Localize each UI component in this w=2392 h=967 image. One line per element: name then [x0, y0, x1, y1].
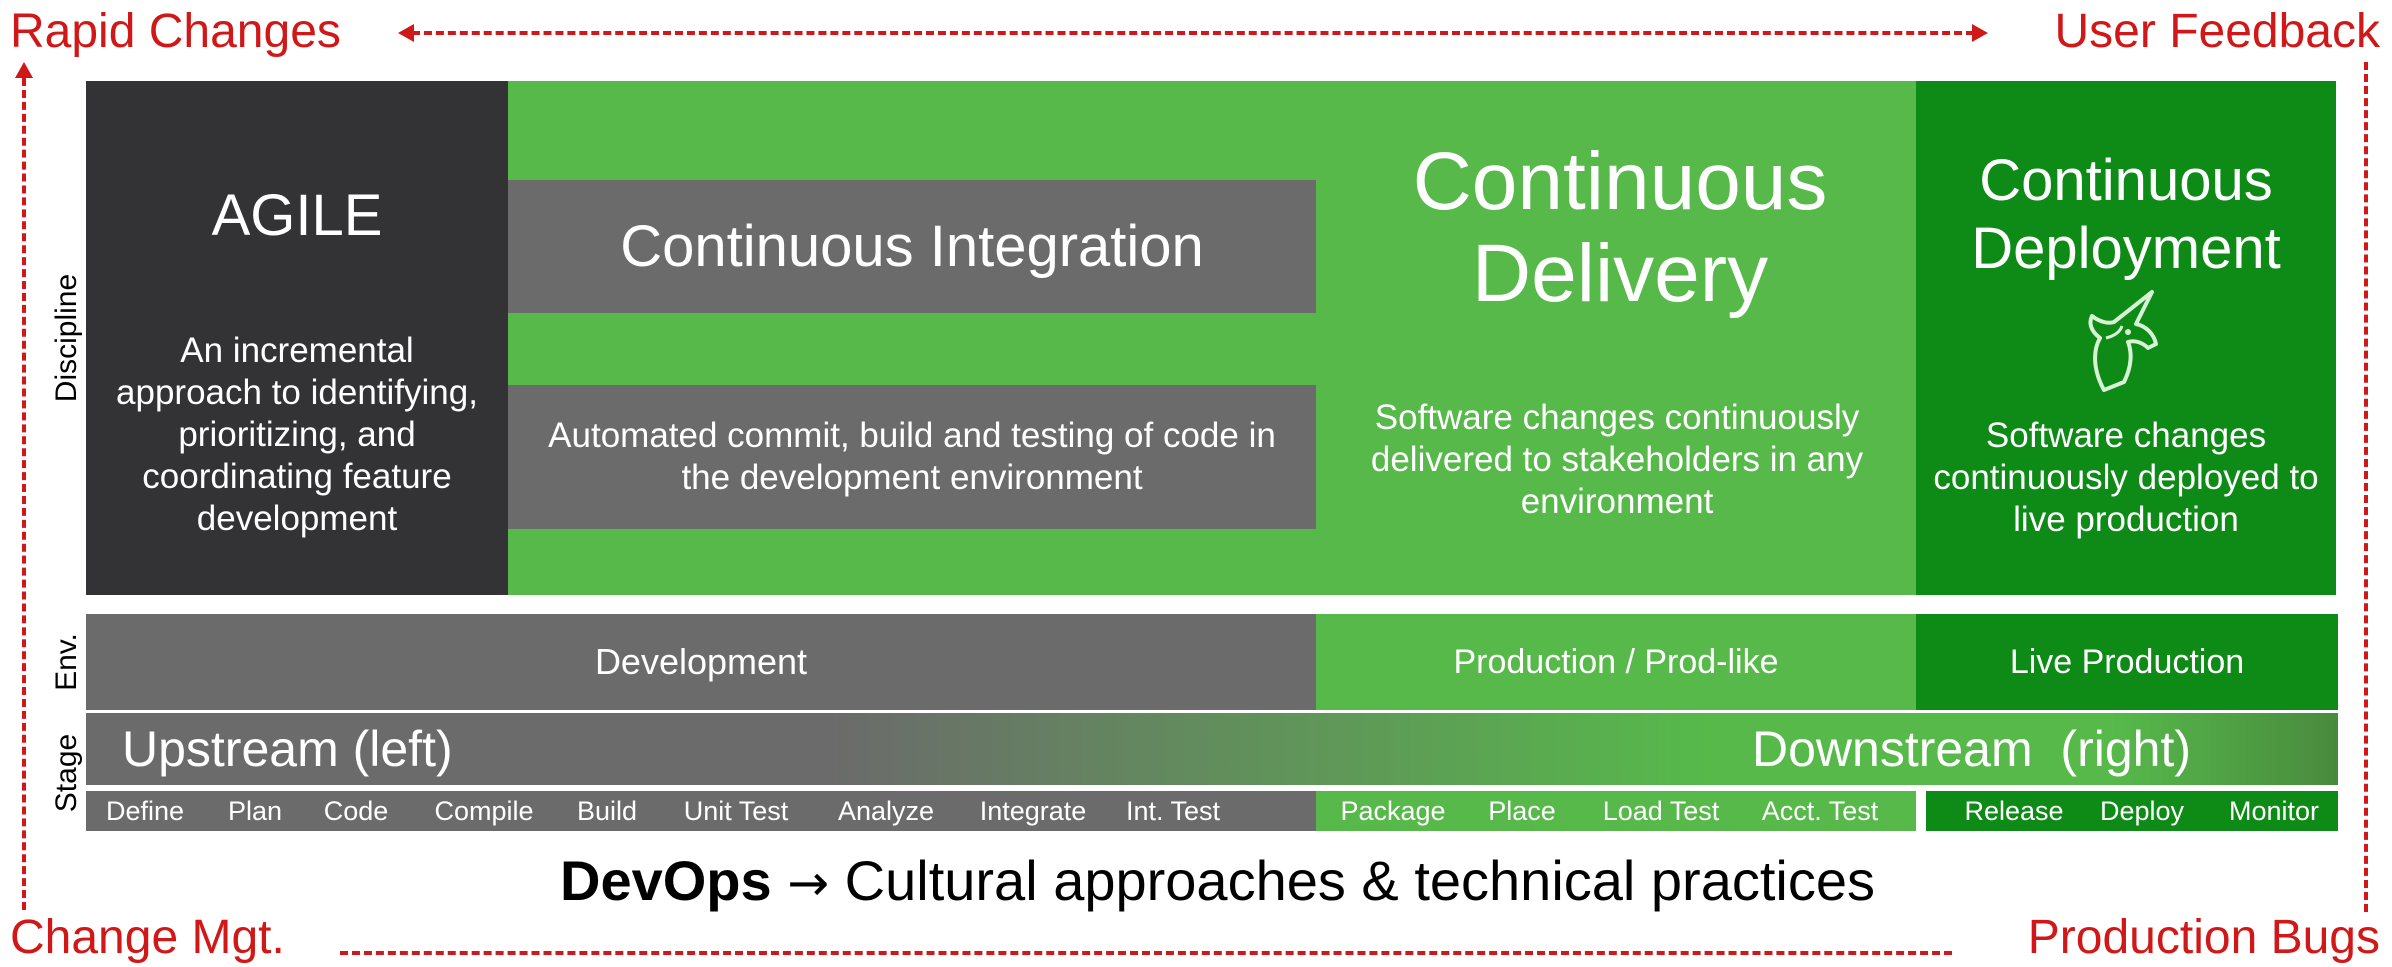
deployment-panel — [1916, 81, 2336, 595]
step-acct-test: Acct. Test — [1761, 796, 1879, 826]
step-plan: Plan — [227, 796, 283, 826]
production-bugs-label: Production Bugs — [2027, 911, 2380, 964]
user-feedback-label: User Feedback — [2054, 5, 2380, 58]
stage-gradient-bar — [86, 713, 2338, 785]
discipline-row-label: Discipline — [50, 273, 83, 403]
stage-row-label: Stage — [50, 733, 83, 813]
env-row-label: Env. — [50, 633, 83, 691]
step-monitor: Monitor — [2228, 796, 2320, 826]
step-analyze: Analyze — [837, 796, 935, 826]
step-deploy: Deploy — [2099, 796, 2185, 826]
deployment-title: Continuous Deployment — [1971, 148, 2281, 281]
step-build: Build — [576, 796, 638, 826]
agile-description: An incremental approach to identifying, … — [116, 331, 478, 538]
step-integrate: Integrate — [979, 796, 1087, 826]
unicorn-icon — [2062, 286, 2182, 400]
devops-definition: Cultural approaches & technical practice… — [844, 849, 1875, 912]
left-up-arrowhead — [15, 62, 33, 78]
top-dashed-line — [412, 31, 1974, 35]
step-code: Code — [323, 796, 389, 826]
step-unit-test: Unit Test — [683, 796, 789, 826]
ci-title-box: Continuous Integration — [508, 180, 1316, 313]
cd-description: Software changes continuously delivered … — [1370, 398, 1864, 521]
step-package: Package — [1340, 796, 1446, 826]
ci-description-box: Automated commit, build and testing of c… — [508, 385, 1316, 529]
steps-live-bar: Release Deploy Monitor — [1926, 791, 2338, 831]
top-right-arrowhead — [1972, 24, 1988, 42]
steps-dev-bar: Define Plan Code Compile Build Unit Test… — [86, 791, 1316, 831]
right-dashed-line — [2364, 62, 2368, 912]
devops-footer: DevOps → Cultural approaches & technical… — [560, 846, 1875, 916]
agile-panel — [86, 81, 508, 595]
devops-term: DevOps — [560, 849, 772, 912]
rapid-changes-label: Rapid Changes — [10, 5, 341, 58]
step-load-test: Load Test — [1602, 796, 1720, 826]
step-place: Place — [1488, 796, 1556, 826]
bottom-dashed-line — [340, 951, 1952, 955]
step-release: Release — [1964, 796, 2064, 826]
arrow-icon: → — [787, 854, 830, 912]
left-dashed-line — [22, 78, 26, 910]
cd-title: Continuous Delivery — [1412, 136, 1828, 319]
agile-title: AGILE — [211, 182, 383, 248]
change-mgt-label: Change Mgt. — [10, 911, 285, 964]
steps-prod-bar: Package Place Load Test Acct. Test — [1316, 791, 1916, 831]
step-define: Define — [105, 796, 185, 826]
deployment-description: Software changes continuously deployed t… — [1933, 416, 2319, 539]
env-development: Development — [86, 614, 1316, 710]
env-production: Production / Prod-like — [1316, 614, 1916, 710]
step-int-test: Int. Test — [1125, 796, 1221, 826]
step-compile: Compile — [434, 796, 534, 826]
stage-downstream: Downstream (right) — [1752, 721, 2191, 777]
stage-upstream: Upstream (left) — [122, 721, 453, 777]
env-live-production: Live Production — [1916, 614, 2338, 710]
top-left-arrowhead — [398, 24, 414, 42]
